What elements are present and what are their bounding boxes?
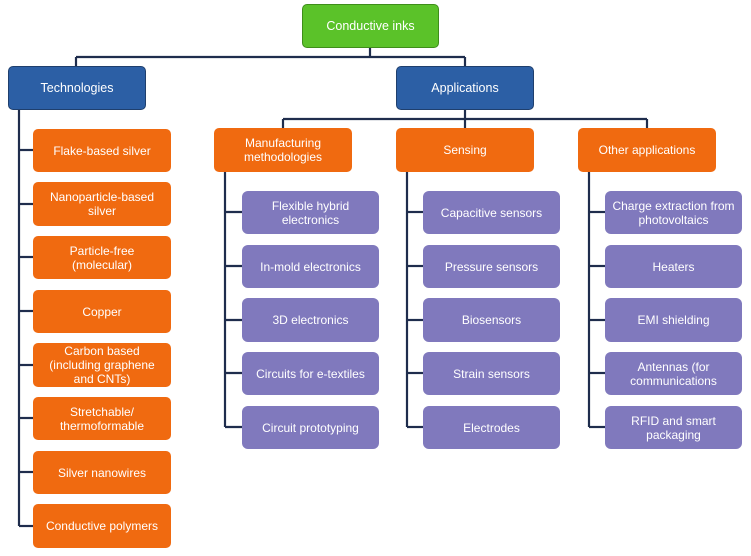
technology-item: Nanoparticle-based silver	[33, 182, 171, 226]
group-sensing: Sensing	[396, 128, 534, 172]
sensing-item: Pressure sensors	[423, 245, 560, 288]
sensing-item: Strain sensors	[423, 352, 560, 395]
manufacturing-item: 3D electronics	[242, 298, 379, 342]
other-application-item: RFID and smart packaging	[605, 406, 742, 449]
technology-item: Conductive polymers	[33, 504, 171, 548]
technologies-node: Technologies	[8, 66, 146, 110]
technology-item: Copper	[33, 290, 171, 333]
manufacturing-item: Circuits for e-textiles	[242, 352, 379, 395]
other-application-item: Charge extraction from photovoltaics	[605, 191, 742, 234]
sensing-item: Biosensors	[423, 298, 560, 342]
technology-item: Particle-free (molecular)	[33, 236, 171, 279]
technology-item: Stretchable/ thermoformable	[33, 397, 171, 440]
group-manufacturing-methodologies: Manufacturing methodologies	[214, 128, 352, 172]
technology-item: Flake-based silver	[33, 129, 171, 172]
manufacturing-item: Flexible hybrid electronics	[242, 191, 379, 234]
technology-item: Silver nanowires	[33, 451, 171, 494]
manufacturing-item: Circuit prototyping	[242, 406, 379, 449]
sensing-item: Electrodes	[423, 406, 560, 449]
other-application-item: Antennas (for communications	[605, 352, 742, 395]
other-application-item: EMI shielding	[605, 298, 742, 342]
manufacturing-item: In-mold electronics	[242, 245, 379, 288]
other-application-item: Heaters	[605, 245, 742, 288]
root-node-conductive-inks: Conductive inks	[302, 4, 439, 48]
sensing-item: Capacitive sensors	[423, 191, 560, 234]
applications-node: Applications	[396, 66, 534, 110]
technology-item: Carbon based (including graphene and CNT…	[33, 343, 171, 387]
group-other-applications: Other applications	[578, 128, 716, 172]
